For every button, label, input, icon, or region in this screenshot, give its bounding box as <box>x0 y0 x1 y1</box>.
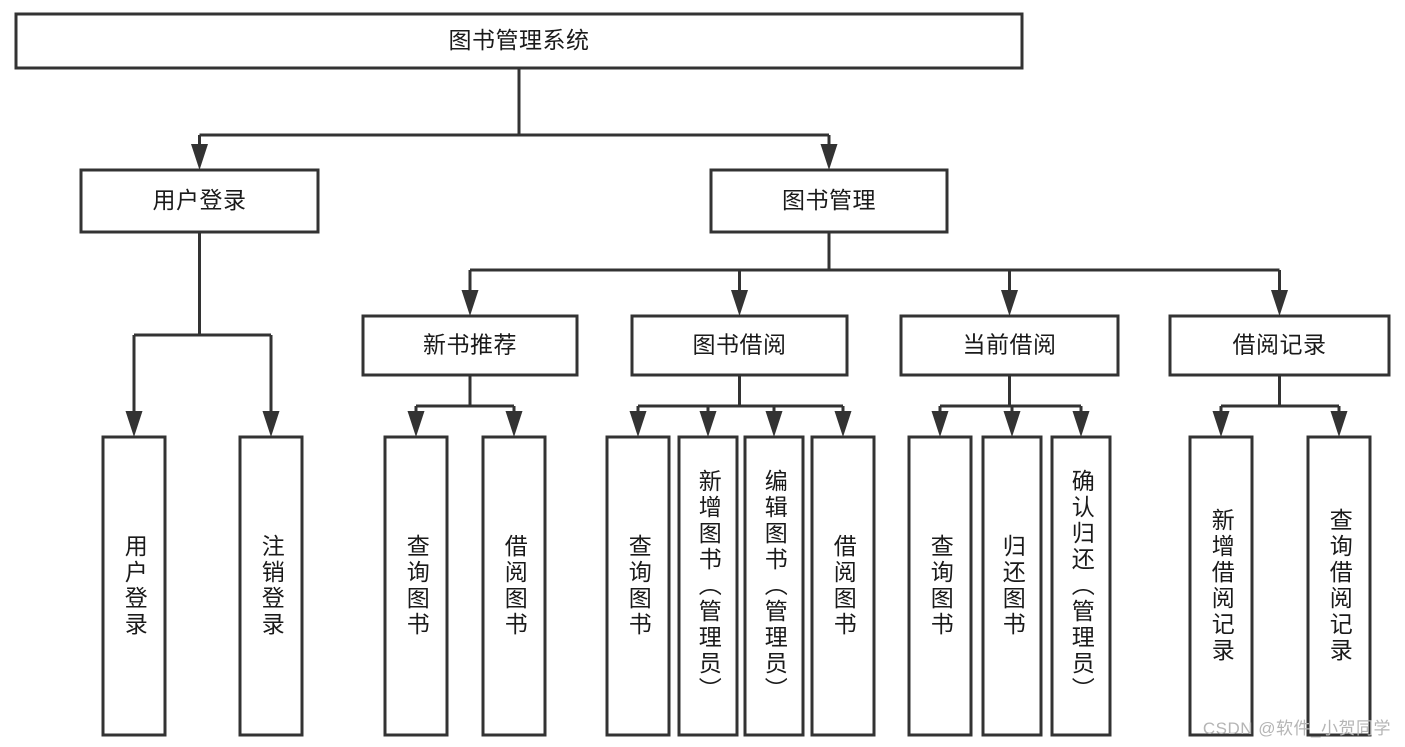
arrow-head-icon <box>699 411 717 437</box>
node-box-layer <box>14 12 1391 737</box>
arrow-head-icon <box>1001 290 1018 316</box>
arrow-head-icon <box>931 411 949 437</box>
arrow-head-icon <box>191 144 208 170</box>
node-box-login-out[interactable] <box>238 435 304 737</box>
node-box-current-confirm[interactable] <box>1050 435 1112 737</box>
arrow-head-icon <box>407 411 425 437</box>
node-box-borrow-add[interactable] <box>677 435 739 737</box>
node-label-newbook: 新书推荐 <box>423 332 517 358</box>
arrow-head-icon <box>1271 290 1288 316</box>
node-label-records: 借阅记录 <box>1233 332 1327 358</box>
connector-c-newbook <box>407 375 523 437</box>
arrow-head-icon <box>834 411 852 437</box>
node-box-newbook-borrow[interactable] <box>481 435 547 737</box>
arrow-head-icon <box>125 411 143 437</box>
connector-c-bookmgmt <box>461 232 1288 316</box>
node-box-current-return[interactable] <box>981 435 1043 737</box>
node-box-records-add[interactable] <box>1188 435 1254 737</box>
node-box-bookmgmt[interactable] <box>709 168 949 234</box>
node-box-records[interactable] <box>1168 314 1391 377</box>
arrow-head-icon <box>262 411 280 437</box>
connector-c-login <box>125 232 280 437</box>
arrow-head-icon <box>461 290 479 316</box>
arrow-head-icon <box>1212 411 1230 437</box>
arrow-head-icon <box>731 290 748 316</box>
node-label-borrow: 图书借阅 <box>693 332 787 358</box>
node-label-root: 图书管理系统 <box>449 27 590 53</box>
node-box-newbook[interactable] <box>361 314 579 377</box>
arrow-head-icon <box>1072 411 1090 437</box>
node-box-login[interactable] <box>79 168 320 234</box>
arrow-head-icon <box>1003 411 1021 437</box>
node-label-login: 用户登录 <box>153 187 247 213</box>
arrow-head-icon <box>505 411 523 437</box>
node-box-records-query[interactable] <box>1306 435 1372 737</box>
connector-c-records <box>1212 375 1348 437</box>
node-box-borrow-lend[interactable] <box>810 435 876 737</box>
node-label-bookmgmt: 图书管理 <box>782 187 876 213</box>
watermark-text: CSDN @软件_小贺同学 <box>1202 719 1391 738</box>
node-box-current-query[interactable] <box>907 435 973 737</box>
connector-c-borrow <box>629 375 852 437</box>
node-box-borrow-edit[interactable] <box>743 435 805 737</box>
arrow-head-icon <box>1330 411 1348 437</box>
node-box-current[interactable] <box>899 314 1120 377</box>
arrow-head-icon <box>820 144 838 170</box>
node-label-current: 当前借阅 <box>963 332 1057 358</box>
node-box-login-in[interactable] <box>101 435 167 737</box>
connector-layer <box>125 68 1348 437</box>
connector-c-current <box>931 375 1090 437</box>
node-box-newbook-query[interactable] <box>383 435 449 737</box>
node-box-root[interactable] <box>14 12 1024 70</box>
arrow-head-icon <box>765 411 783 437</box>
node-box-borrow-query[interactable] <box>605 435 671 737</box>
arrow-head-icon <box>629 411 647 437</box>
node-box-borrow[interactable] <box>630 314 849 377</box>
connector-c-root <box>191 68 838 170</box>
